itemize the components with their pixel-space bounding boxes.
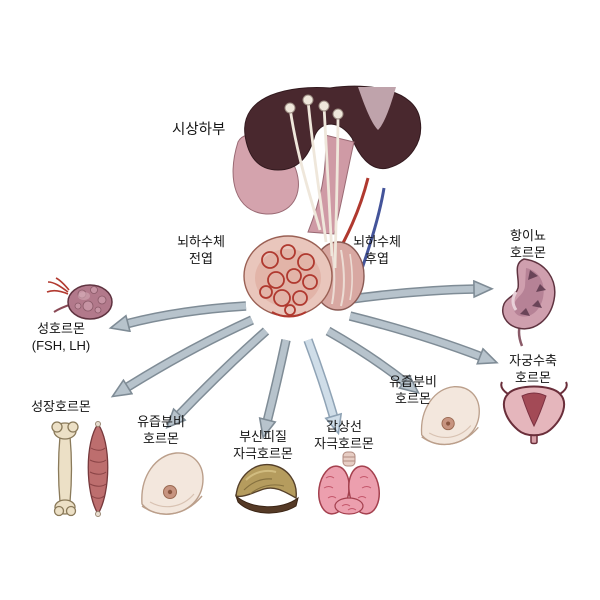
- anterior-pituitary-label: 뇌하수체 전엽: [177, 234, 225, 267]
- neuron-cell-bodies: [284, 94, 344, 120]
- uterine-contraction-hormone-label: 자궁수축 호르몬: [509, 353, 557, 386]
- arrow-to-ovary: [126, 301, 247, 324]
- arrow-to-thyroid: [303, 338, 334, 418]
- posterior-pituitary-label: 뇌하수체 후엽: [353, 234, 401, 267]
- pituitary-stalk: [307, 134, 355, 235]
- kidney-illustration: [502, 258, 556, 347]
- arrow-to-breast-left: [178, 327, 270, 416]
- tsh-label: 갑상선 자극호르몬: [314, 419, 374, 452]
- milk-secretion-hormone-label: 유즙분비 호르몬: [389, 374, 437, 407]
- hypothalamus-pituitary-illustration: [232, 85, 422, 318]
- arrow-to-kidney: [343, 289, 476, 305]
- neuron-fibers: [288, 99, 340, 269]
- antidiuretic-hormone-label: 항이뇨 호르몬: [510, 228, 546, 261]
- hypothalamus-label: 시상하부: [172, 122, 226, 138]
- uterus-illustration: [500, 381, 568, 445]
- acth-label: 부신피질 자극호르몬: [233, 429, 293, 462]
- arrow-to-bone-muscle: [126, 315, 254, 388]
- ovary-illustration: [46, 277, 113, 320]
- growth-hormone-label: 성장호르몬: [31, 399, 91, 414]
- arrow-to-uterus: [348, 311, 482, 357]
- prolactin-label: 유즙분비 호르몬: [137, 414, 185, 447]
- sex-hormone-label: 성호르몬 (FSH, LH): [31, 321, 91, 354]
- breast-illustration-right: [420, 386, 480, 446]
- adrenal-gland-illustration: [234, 463, 299, 514]
- arrow-to-adrenal: [267, 339, 291, 422]
- arrow-to-breast-right: [325, 326, 406, 383]
- bone-muscle-illustration: [51, 421, 109, 517]
- bone: [51, 421, 79, 517]
- thyroid-illustration: [318, 451, 380, 515]
- anterior-pituitary-gland: [243, 235, 333, 318]
- muscle: [87, 421, 109, 517]
- breast-illustration-left: [141, 452, 204, 515]
